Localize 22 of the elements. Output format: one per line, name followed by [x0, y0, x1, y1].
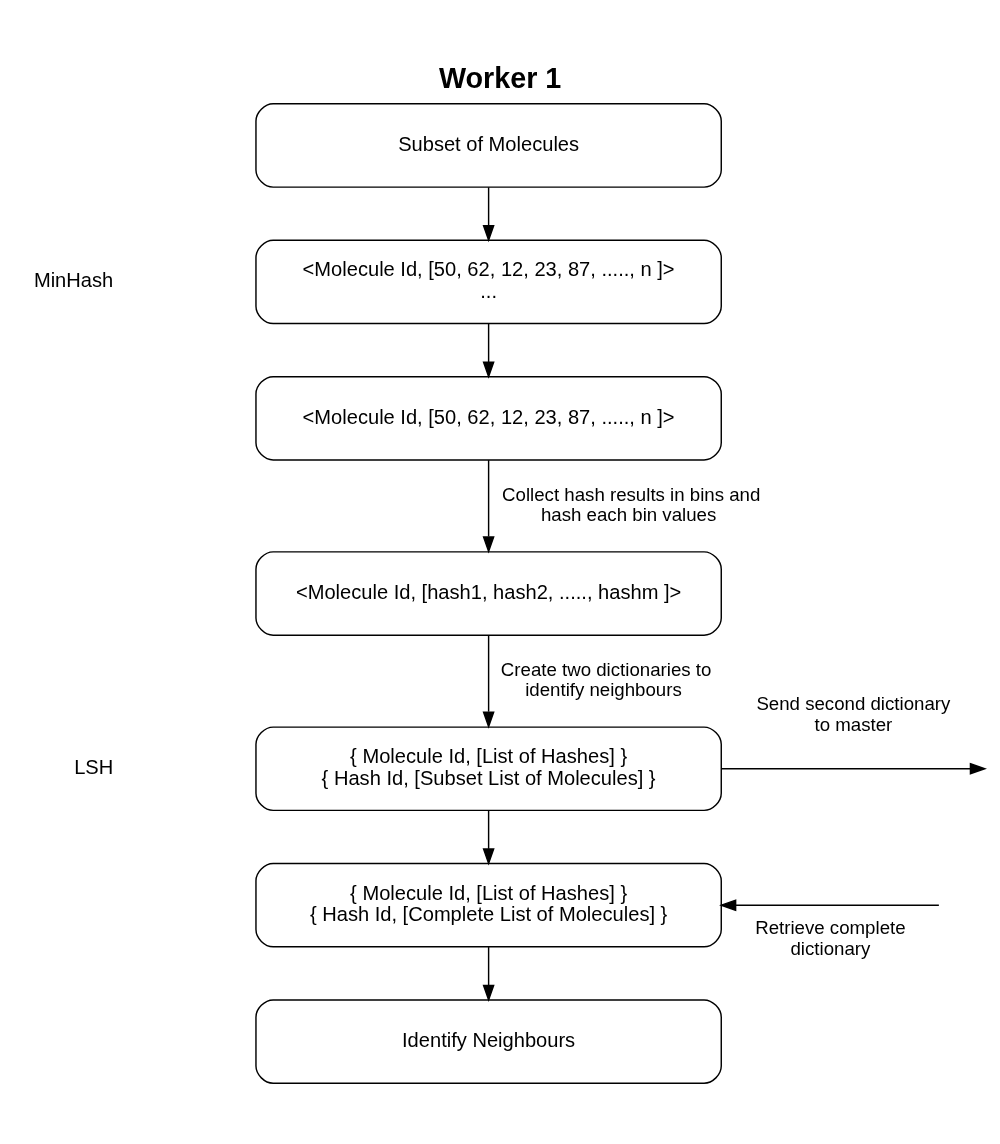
arrow: [482, 186, 495, 243]
arrow: [482, 634, 495, 729]
edge-label: Collect hash results in bins and hash each bin values: [502, 483, 761, 525]
arrow: [719, 899, 940, 912]
edge-label: Create two dictionaries to identify neighbours: [500, 658, 712, 701]
arrow: [720, 762, 987, 775]
label: LSH: [74, 756, 114, 779]
node-box: Subset of Molecules: [255, 103, 722, 188]
arrow: [482, 946, 495, 1003]
arrow: [482, 459, 495, 554]
label: MinHash: [33, 269, 114, 292]
node-box: <Molecule Id, [hash1, hash2, ....., hashm ]>: [255, 551, 722, 636]
edge-label: Send second dictionary to master: [756, 693, 951, 735]
arrow: [482, 809, 495, 866]
diagram-title: Worker 1: [438, 62, 562, 95]
node-box: { Molecule Id, [List of Hashes] } { Hash Id, [Subset List of Molecules] }: [255, 726, 722, 812]
node-box: <Molecule Id, [50, 62, 12, 23, 87, ....., n ]>: [255, 375, 722, 461]
node-box: { Molecule Id, [List of Hashes] } { Hash Id, [Complete List of Molecules] }: [255, 862, 722, 948]
edge-label: Retrieve complete dictionary: [755, 917, 906, 959]
node-box: Identify Neighbours: [255, 999, 722, 1084]
arrow: [482, 323, 495, 379]
node-box: <Molecule Id, [50, 62, 12, 23, 87, ....., n ]> ...: [255, 239, 722, 325]
